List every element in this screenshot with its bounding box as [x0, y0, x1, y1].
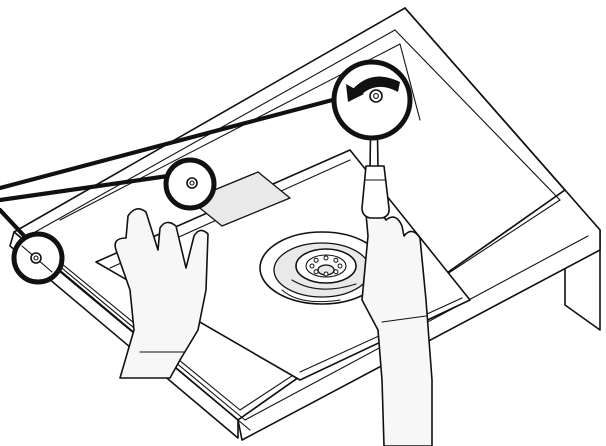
- fan-hub-hole: [334, 270, 338, 274]
- screw-callout-left: [14, 234, 62, 282]
- fan-hub-hole: [314, 258, 318, 262]
- fan-hub-hole: [338, 264, 342, 268]
- fan-hub-hole: [310, 264, 314, 268]
- fan-hub-hole: [314, 270, 318, 274]
- screw-callout-middle: [166, 160, 214, 208]
- fan-hub-hole: [324, 272, 328, 276]
- fan-hub-hole: [324, 256, 328, 260]
- screw-callout-right: [334, 62, 410, 138]
- fan-hub-hole: [334, 258, 338, 262]
